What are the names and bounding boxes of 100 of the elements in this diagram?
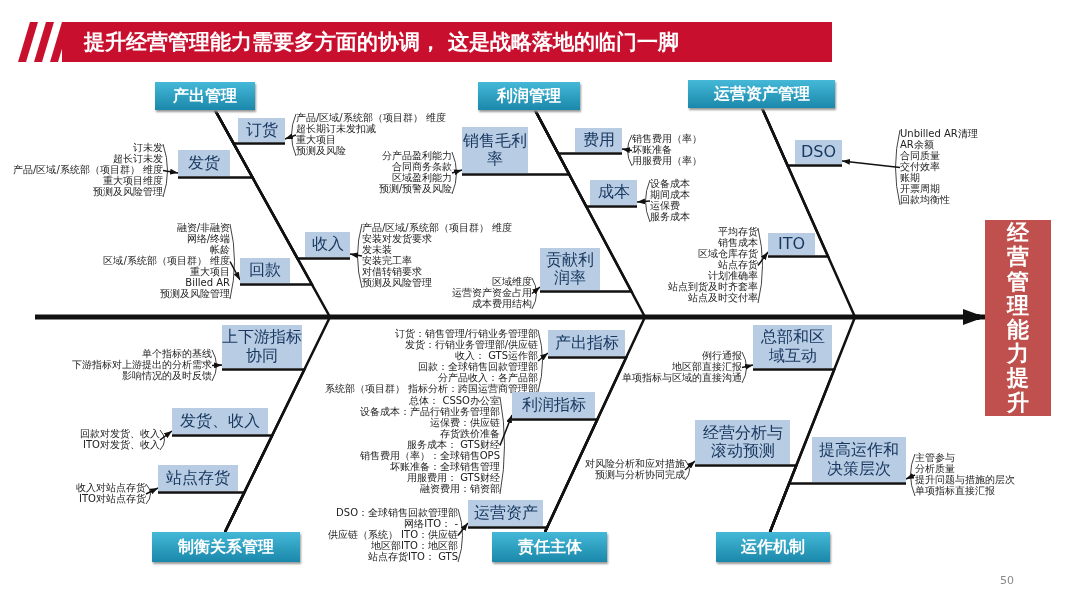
box-label: 运营资产 <box>473 503 538 523</box>
list-item: Billed AR <box>185 277 230 288</box>
category-box <box>478 82 580 110</box>
list-item: 预测及风险管理 <box>362 277 432 288</box>
list-item: 站点存货ITO： GTS <box>368 551 458 562</box>
arrow <box>284 133 297 140</box>
box-label: 产出管理 <box>173 85 237 107</box>
list-item: 收入对站点存货 <box>76 482 146 493</box>
list-item: 区域/系统部（项目群） 维度 <box>103 255 230 266</box>
list-item: 回款对发货、收入 <box>80 428 160 439</box>
list-item: AR余额 <box>900 139 934 150</box>
branch-line <box>533 109 634 293</box>
cause-box <box>468 500 543 526</box>
list-item: DSO：全球销售回款管理部 <box>336 507 458 518</box>
list-item: 重大项目维度 <box>103 175 163 186</box>
box-label: 贡献利润率 <box>545 250 595 288</box>
list-item: 区域仓库存货 <box>698 248 758 259</box>
list-item: 运保费 <box>650 200 680 211</box>
list-item: 产品/区域/系统部（项目群） 维度 <box>296 112 446 123</box>
list-item: 重大项目 <box>190 266 230 277</box>
list-item: 账期 <box>900 172 920 183</box>
box-label: 利润管理 <box>497 85 561 107</box>
arrow <box>905 473 916 480</box>
list-item: 发货：行销业务管理部/供应链 <box>404 339 538 350</box>
spine-arrow <box>35 309 985 325</box>
list-item: 坏账准备 <box>632 144 672 155</box>
list-item: 安装完工率 <box>362 255 412 266</box>
list-item: 供应链（系统） ITO：供应链 <box>327 529 458 540</box>
list-item: 服务成本 <box>650 211 690 222</box>
list-item: 产品/区域/系统部（项目群） 维度 <box>362 222 512 233</box>
list-item: 存货跌价准备 <box>440 428 500 439</box>
list-item: 区域盈利能力 <box>392 172 452 183</box>
list-item: 预测及风险管理 <box>93 186 163 197</box>
arrow <box>741 363 754 370</box>
cause-box <box>590 180 637 205</box>
list-item: 预测及风险 <box>296 145 346 156</box>
list-item: 运营资产资金占用 <box>452 287 532 298</box>
list-item: 总体： CSSO办公室 <box>409 395 500 406</box>
box-label: 运营资产管理 <box>713 83 810 105</box>
list-item: 对借转销要求 <box>362 266 422 277</box>
box-label: 总部和区域互动 <box>759 328 826 365</box>
list-item: 安装对发货要求 <box>362 233 432 244</box>
cause-box <box>695 420 790 464</box>
list-item: 设备成本 <box>650 178 690 189</box>
list-item: 销售成本 <box>718 237 758 248</box>
box-label: 制衡关系管理 <box>178 536 274 558</box>
list-item: 站点存货 <box>718 259 758 270</box>
list-item: ITO对站点存货 <box>79 493 146 504</box>
list-item: 成本费用结构 <box>472 298 532 309</box>
list-item: 超长期订未发扣减 <box>296 123 376 134</box>
cause-box <box>575 128 622 152</box>
list-item: 计划准确率 <box>708 270 758 281</box>
branch-line <box>158 491 247 533</box>
list-item: 区域维度 <box>492 276 532 287</box>
list-item: 平均存货 <box>718 226 758 237</box>
list-item: 站点及时交付率 <box>688 292 758 303</box>
cause-box <box>795 140 842 164</box>
list-item: 回款均衡性 <box>900 194 950 205</box>
arrow <box>531 286 541 295</box>
arrow <box>757 251 769 267</box>
list-item: 单个指标的基线 <box>142 348 212 359</box>
box-label: 站点存货 <box>166 468 230 488</box>
list-item: 融资/非融资 <box>176 222 230 233</box>
cause-box <box>548 330 625 356</box>
box-label: 责任主体 <box>517 536 582 558</box>
arrow <box>636 198 651 205</box>
list-item: 销售费用（率） <box>632 133 702 144</box>
cause-box <box>768 233 815 255</box>
arrow <box>229 260 241 281</box>
box-label: 利润指标 <box>521 395 586 415</box>
list-item: 发未装 <box>362 244 392 255</box>
list-item: 地区部ITO：地区部 <box>371 540 458 551</box>
box-label: 销售毛利率 <box>462 131 528 169</box>
box-label: 产出指标 <box>554 333 619 353</box>
list-item: 网络ITO： - <box>404 518 458 529</box>
list-item: 合同质量 <box>900 150 940 161</box>
branch-line <box>768 482 906 533</box>
list-item: 产品/区域/系统部（项目群） 维度 <box>13 164 163 175</box>
list-item: 网络/终端 <box>186 233 230 244</box>
list-item: 融资费用：销资部 <box>420 483 500 494</box>
list-item: 坏账准备：全球销售管理 <box>390 461 500 472</box>
list-item: 帐龄 <box>210 244 230 255</box>
arrow <box>145 487 159 495</box>
box-label: 运作机制 <box>741 536 805 558</box>
list-item: 对风险分析和应对措施 <box>585 458 685 469</box>
list-item: 重大项目 <box>296 134 336 145</box>
cause-box <box>305 232 350 257</box>
list-item: 合同商务条款 <box>392 161 452 172</box>
box-label: 回款 <box>249 261 281 280</box>
category-box <box>688 80 835 108</box>
category-box <box>152 532 300 562</box>
branch-line <box>760 107 830 258</box>
cause-box <box>158 465 238 491</box>
arrow <box>211 362 223 369</box>
category-box <box>492 532 607 562</box>
arrow <box>162 168 179 175</box>
cause-box <box>238 118 285 142</box>
list-item: 订货：销售管理/行销业务管理部 <box>394 328 538 339</box>
arrow <box>841 158 901 169</box>
arrow <box>349 252 363 259</box>
